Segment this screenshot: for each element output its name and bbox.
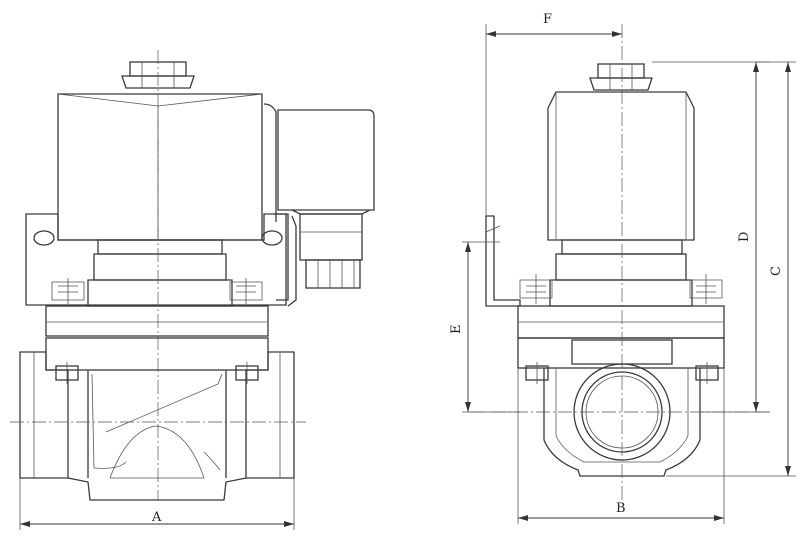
dimension-E: E bbox=[449, 241, 520, 413]
front-bolts bbox=[51, 278, 263, 304]
side-bolts bbox=[519, 274, 723, 304]
dimension-F-label: F bbox=[543, 12, 552, 27]
front-bracket bbox=[25, 213, 287, 306]
side-bonnet bbox=[549, 239, 693, 307]
front-view: A bbox=[10, 50, 375, 530]
front-bonnet bbox=[87, 239, 233, 307]
side-flanges bbox=[517, 305, 725, 384]
side-coil bbox=[547, 91, 695, 241]
dimension-A-label: A bbox=[151, 510, 162, 525]
side-top-nut bbox=[589, 63, 653, 91]
dimension-D-label: D bbox=[737, 232, 752, 242]
dimension-C: C bbox=[666, 61, 796, 477]
front-coil bbox=[57, 93, 277, 241]
dimension-B-label: B bbox=[616, 501, 626, 516]
side-view: F E D C bbox=[449, 12, 796, 524]
side-bracket bbox=[485, 215, 521, 307]
dimension-A: A bbox=[19, 478, 295, 530]
dimension-C-label: C bbox=[769, 266, 784, 276]
front-connector bbox=[274, 109, 375, 307]
front-flanges bbox=[45, 305, 269, 384]
dimension-F: F bbox=[485, 12, 622, 216]
dimension-B: B bbox=[517, 368, 725, 524]
dimension-E-label: E bbox=[449, 325, 464, 335]
dimension-D: D bbox=[652, 61, 770, 413]
front-body bbox=[19, 351, 295, 501]
